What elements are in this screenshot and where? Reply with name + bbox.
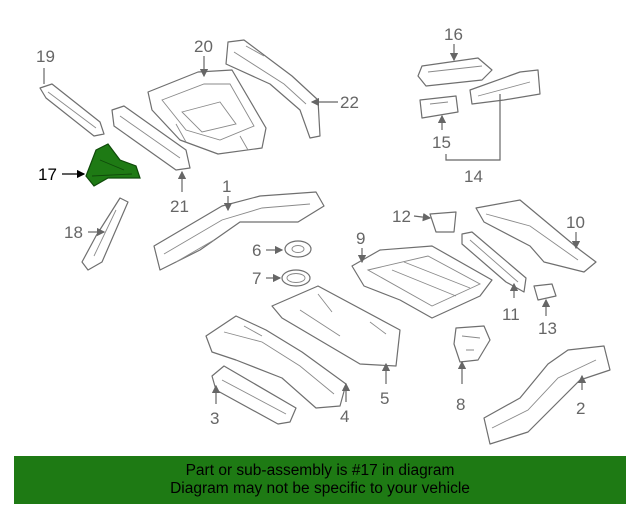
callout-5[interactable]: 5 <box>380 389 389 408</box>
callout-8[interactable]: 8 <box>456 395 465 414</box>
leader-14 <box>445 94 501 161</box>
part-6-plug[interactable] <box>284 240 312 258</box>
callout-12[interactable]: 12 <box>392 207 411 226</box>
part-2-side-member[interactable] <box>483 345 611 445</box>
callout-19[interactable]: 19 <box>36 47 55 66</box>
part-7-grommet[interactable] <box>281 269 311 287</box>
callout-18[interactable]: 18 <box>64 223 83 242</box>
callout-4[interactable]: 4 <box>340 407 349 426</box>
part-9-floor-panel[interactable] <box>351 245 493 319</box>
part-5-panel[interactable] <box>271 285 401 367</box>
banner-line-2: Diagram may not be specific to your vehi… <box>170 480 470 497</box>
callout-7[interactable]: 7 <box>252 269 261 288</box>
callout-6[interactable]: 6 <box>252 241 261 260</box>
banner-line-1: Part or sub-assembly is #17 in diagram <box>185 462 455 479</box>
callout-14[interactable]: 14 <box>464 167 483 186</box>
part-8-bracket[interactable] <box>453 325 491 363</box>
callout-10[interactable]: 10 <box>566 213 585 232</box>
part-20-spare-tire-pan[interactable] <box>147 69 267 155</box>
callout-1[interactable]: 1 <box>222 177 231 196</box>
callout-17[interactable]: 17 <box>38 165 57 184</box>
part-22-side-rail[interactable] <box>225 39 321 139</box>
info-banner: Part or sub-assembly is #17 in diagram D… <box>14 456 626 504</box>
part-15-bracket[interactable] <box>419 95 459 119</box>
callout-16[interactable]: 16 <box>444 25 463 44</box>
leader-12 <box>413 212 432 222</box>
part-10-crossmember[interactable] <box>475 199 597 273</box>
callout-22[interactable]: 22 <box>340 93 359 112</box>
part-19-bracket[interactable] <box>39 83 105 137</box>
part-21-crossmember[interactable] <box>111 105 191 171</box>
part-12-plate[interactable] <box>429 211 457 233</box>
part-1-rail[interactable] <box>153 191 325 271</box>
callout-15[interactable]: 15 <box>432 133 451 152</box>
part-17-bracket-highlighted[interactable] <box>85 143 141 187</box>
parts-diagram: 19 20 22 21 17 18 1 <box>36 25 611 445</box>
part-18-brace[interactable] <box>81 197 129 271</box>
part-14-assembly[interactable] <box>469 69 541 105</box>
callout-3[interactable]: 3 <box>210 409 219 428</box>
callout-9[interactable]: 9 <box>356 229 365 248</box>
part-16-member[interactable] <box>417 57 493 87</box>
callout-11[interactable]: 11 <box>502 305 520 324</box>
part-13-clip[interactable] <box>533 283 557 301</box>
part-11-bar[interactable] <box>461 231 527 293</box>
callout-13[interactable]: 13 <box>538 319 557 338</box>
callout-20[interactable]: 20 <box>194 37 213 56</box>
callout-2[interactable]: 2 <box>576 399 585 418</box>
part-4-rail[interactable] <box>205 315 347 409</box>
callout-21[interactable]: 21 <box>170 197 189 216</box>
